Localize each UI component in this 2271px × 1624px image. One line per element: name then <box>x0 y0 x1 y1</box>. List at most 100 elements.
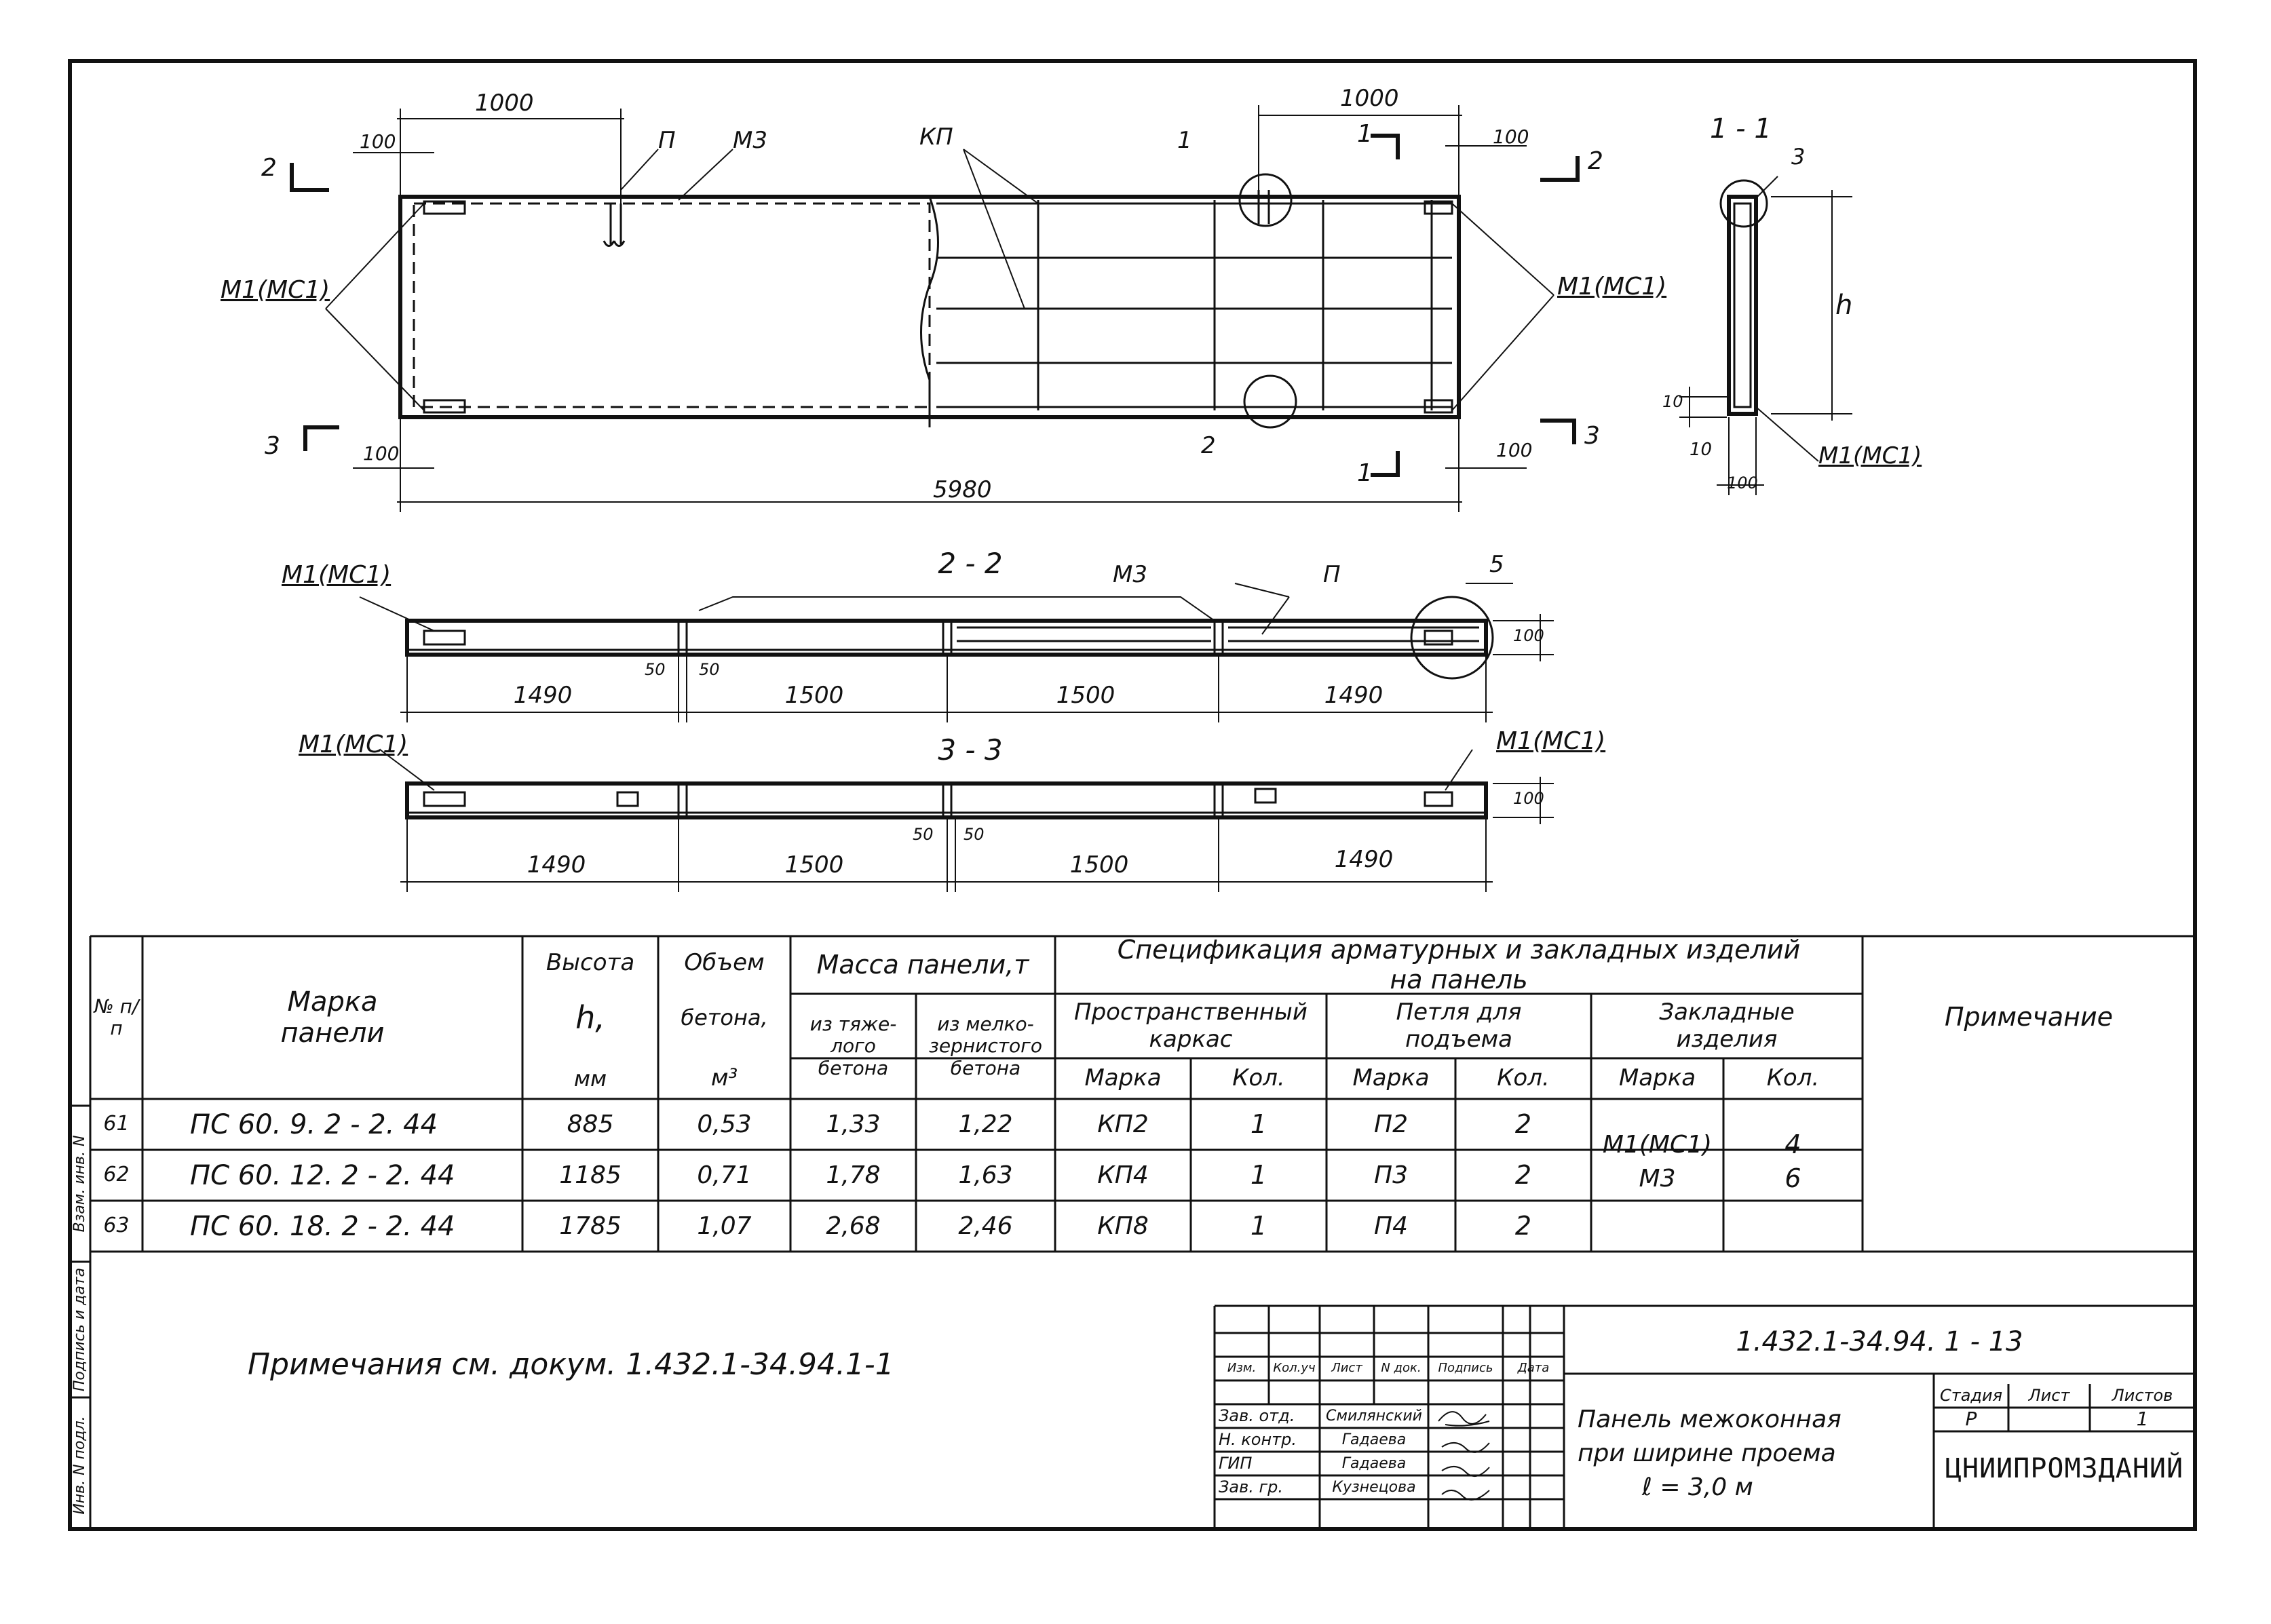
section-1-1 <box>1679 176 1852 495</box>
th-embed: Закладные изделия <box>1659 999 1795 1053</box>
cell-mass-light: 1,22 <box>958 1110 1013 1138</box>
stamp-sheet-label: Лист <box>2028 1385 2070 1405</box>
cell-height: 1185 <box>559 1161 622 1189</box>
th-mass-heavy: из тяже-лого бетона <box>809 1013 897 1079</box>
plan-callout-1: 1 <box>1177 127 1192 154</box>
section-3-3-dim-3: 1500 <box>1069 851 1129 878</box>
th-mark: Марка панели <box>280 986 385 1049</box>
cell-height: 1785 <box>559 1212 622 1240</box>
cell-no: 62 <box>103 1163 130 1187</box>
section-3-3-height: 100 <box>1513 789 1544 808</box>
plan-section-1-top: 1 <box>1357 120 1373 148</box>
outer-frame <box>68 59 2197 1531</box>
stamp-title-1: Панель межоконная <box>1578 1406 1841 1433</box>
cell-embed-qty-2: 6 <box>1785 1163 1801 1193</box>
cell-mass-heavy: 1,78 <box>826 1161 881 1189</box>
stamp-col-list: Лист <box>1331 1361 1362 1376</box>
cell-loop-qty: 2 <box>1514 1159 1532 1190</box>
cell-frame-qty: 1 <box>1250 1159 1267 1190</box>
stamp-grid <box>1213 1304 2195 1529</box>
section-2-2-gap-2: 50 <box>699 660 720 679</box>
th-mass-light: из мелко-зернистого бетона <box>928 1013 1043 1079</box>
th-spec: Спецификация арматурных и закладных изде… <box>1117 934 1801 994</box>
plan-dim-100-tr: 100 <box>1493 125 1529 148</box>
cell-no: 63 <box>103 1214 130 1238</box>
cell-loop-mark: П4 <box>1374 1212 1408 1240</box>
cell-mark: ПС 60. 9. 2 - 2. 44 <box>190 1108 438 1140</box>
side-sign-date: Подпись и дата <box>71 1267 88 1392</box>
section-2-2-m1: M1(MC1) <box>282 561 392 589</box>
th-volume-2: бетона, <box>681 1004 768 1030</box>
plan-label-p: П <box>658 127 676 154</box>
stamp-stage: Р <box>1965 1408 1977 1431</box>
cell-embed-mark-2: M3 <box>1639 1164 1676 1193</box>
section-2-2-p: П <box>1323 561 1341 588</box>
plan-dim-100-tl: 100 <box>360 130 396 153</box>
section-2-2-dim-1: 1490 <box>513 682 573 709</box>
section-3-3 <box>379 749 1554 892</box>
stamp-title-3: ℓ = 3,0 м <box>1642 1473 1753 1501</box>
section-3-3-m1-right: M1(MC1) <box>1496 727 1606 755</box>
cell-frame-mark: КП2 <box>1097 1110 1149 1138</box>
cell-volume: 0,71 <box>697 1161 752 1189</box>
section-2-2-dim-4: 1490 <box>1324 682 1383 709</box>
section-3-3-dim-1: 1490 <box>527 851 586 878</box>
stamp-col-kol: Кол.уч <box>1273 1361 1316 1376</box>
cell-frame-mark: КП4 <box>1097 1161 1149 1189</box>
plan-dim-100-bl: 100 <box>363 442 400 465</box>
stamp-col-izm: Изм. <box>1227 1361 1257 1376</box>
section-2-2-height: 100 <box>1513 626 1544 645</box>
plan-section-1-bottom: 1 <box>1357 459 1373 487</box>
cell-mark: ПС 60. 12. 2 - 2. 44 <box>190 1159 455 1191</box>
th-frame-mark: Марка <box>1084 1064 1162 1092</box>
stamp-role-4: Зав. гр. <box>1219 1477 1283 1496</box>
plan-dim-1000-right: 1000 <box>1340 85 1399 112</box>
section-2-2-m3: M3 <box>1113 561 1147 588</box>
plan-section-2-left: 2 <box>261 154 277 182</box>
section-3-3-gap-1: 50 <box>913 825 934 844</box>
cell-frame-mark: КП8 <box>1097 1212 1149 1240</box>
stamp-col-date: Дата <box>1517 1361 1550 1376</box>
stamp-code: 1.432.1-34.94. 1 - 13 <box>1736 1326 2023 1357</box>
plan-label-kp: КП <box>919 123 953 151</box>
cell-mass-light: 1,63 <box>958 1161 1013 1189</box>
section-1-1-dim-10a: 10 <box>1662 392 1683 411</box>
th-mass: Масса панели,т <box>816 949 1029 980</box>
plan-view <box>290 105 1580 512</box>
stamp-title-2: при ширине проема <box>1578 1439 1836 1467</box>
side-inv-repl: Взам. инв. N <box>71 1135 88 1233</box>
plan-label-m1-right: M1(MC1) <box>1557 273 1667 301</box>
plan-dim-1000-left: 1000 <box>475 90 534 117</box>
section-3-3-title: 3 - 3 <box>938 733 1003 767</box>
section-1-1-m1: M1(MC1) <box>1818 442 1922 469</box>
stamp-sheets-label: Листов <box>2112 1385 2173 1405</box>
th-loop-qty: Кол. <box>1497 1064 1550 1092</box>
cell-mass-light: 2,46 <box>958 1212 1013 1240</box>
section-3-3-m1-left: M1(MC1) <box>299 731 408 758</box>
th-volume-unit: м³ <box>710 1064 738 1092</box>
stamp-stage-label: Стадия <box>1939 1385 2003 1405</box>
cell-height: 885 <box>567 1110 614 1138</box>
th-height: Высота <box>546 949 635 977</box>
plan-callout-2: 2 <box>1201 432 1216 459</box>
cell-frame-qty: 1 <box>1250 1108 1267 1139</box>
stamp-org: ЦНИИПРОМЗДАНИЙ <box>1945 1453 2184 1484</box>
cell-mark: ПС 60. 18. 2 - 2. 44 <box>190 1210 455 1242</box>
section-3-3-gap-2: 50 <box>963 825 985 844</box>
th-loop-mark: Марка <box>1352 1064 1430 1092</box>
cell-mass-heavy: 1,33 <box>826 1110 881 1138</box>
cell-loop-qty: 2 <box>1514 1210 1532 1241</box>
stamp-col-sign: Подпись <box>1438 1361 1493 1376</box>
stamp-name-3: Гадаева <box>1341 1454 1407 1472</box>
th-frame: Пространственный каркас <box>1074 999 1308 1053</box>
th-loop: Петля для подъема <box>1396 999 1522 1053</box>
th-volume: Объем <box>684 949 765 977</box>
section-1-1-dim-10b: 10 <box>1690 440 1713 460</box>
cell-embed-qty-1: 4 <box>1785 1129 1801 1159</box>
side-inv-orig: Инв. N подл. <box>71 1416 88 1515</box>
section-2-2-gap-1: 50 <box>645 660 666 679</box>
th-embed-qty: Кол. <box>1766 1064 1820 1092</box>
stamp-col-ndok: N док. <box>1381 1361 1421 1376</box>
